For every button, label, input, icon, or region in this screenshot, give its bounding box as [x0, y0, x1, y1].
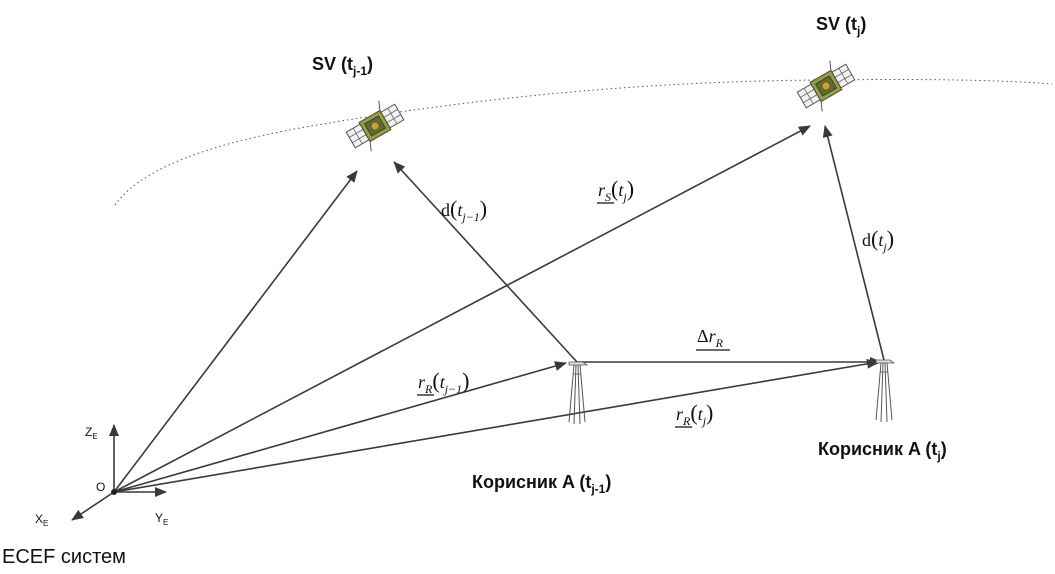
vector-d-curr	[822, 125, 885, 361]
z-axis-label: ZE	[85, 425, 98, 441]
x-axis-label: XE	[35, 512, 48, 528]
caption: ECEF систем	[2, 546, 126, 568]
origin-point	[111, 489, 117, 495]
y-axis-label: YE	[155, 511, 168, 527]
label-delta-r: ΔrR	[696, 326, 730, 351]
receiver-prev-label: Корисник A (tj-1)	[472, 472, 611, 496]
vector-rs	[113, 125, 811, 493]
vector-rr-prev	[113, 361, 567, 493]
svg-text:ΔrR: ΔrR	[697, 326, 724, 350]
label-d-curr: d(tj)	[862, 226, 894, 254]
satellite-curr-label: SV (tj)	[816, 14, 866, 38]
receiver-curr-icon	[875, 359, 895, 423]
satellite-prev-icon	[340, 94, 410, 158]
label-d-prev: d(tj−1)	[441, 196, 487, 224]
label-rs: rS(tj)	[597, 176, 634, 204]
label-rr-curr: rR(tj)	[675, 400, 713, 428]
svg-text:rS(tj): rS(tj)	[598, 176, 634, 204]
satellite-curr-icon	[791, 54, 861, 118]
vector-origin-to-sv-prev	[113, 170, 358, 493]
satellite-prev-label: SV (tj-1)	[312, 54, 373, 78]
vector-rr-curr	[113, 358, 879, 493]
label-rr-prev: rR(tj−1)	[417, 368, 469, 396]
receiver-curr-label: Корисник A (tj)	[818, 439, 947, 463]
x-axis	[71, 491, 115, 521]
origin-label: O	[96, 480, 105, 494]
vector-d-prev	[393, 161, 578, 363]
orbit-path	[114, 79, 1053, 206]
svg-text:rR(tj): rR(tj)	[676, 400, 713, 428]
svg-text:rR(tj−1): rR(tj−1)	[418, 368, 469, 396]
